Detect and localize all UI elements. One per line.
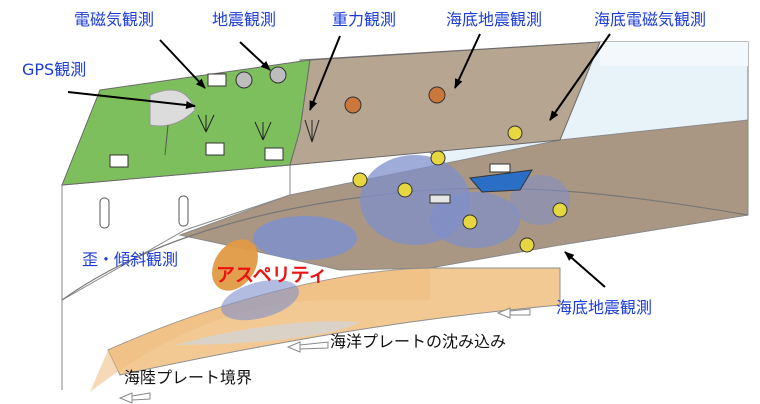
label-gravity-observation: 重力観測 xyxy=(332,10,397,29)
label-seafloor-seismic-bottom: 海底地震観測 xyxy=(556,298,653,317)
subduction-arrows xyxy=(118,307,531,404)
label-pointers xyxy=(67,33,611,288)
label-plate-subduction: 海洋プレートの沈み込み xyxy=(330,332,507,351)
label-gps-observation: GPS観測 xyxy=(22,60,87,79)
seafloor-stations xyxy=(344,86,568,253)
label-strain-tilt-observation: 歪・傾斜観測 xyxy=(82,250,179,269)
land-surface xyxy=(61,41,601,186)
label-asperity: アスペリティ xyxy=(216,264,328,286)
land-instruments xyxy=(109,66,320,168)
label-seafloor-electromagnetic: 海底電磁気観測 xyxy=(594,10,707,29)
label-seafloor-seismic-top: 海底地震観測 xyxy=(446,10,543,29)
label-electromagnetic-observation: 電磁気観測 xyxy=(74,10,155,29)
gps-antenna xyxy=(149,89,196,156)
label-plate-boundary: 海陸プレート境界 xyxy=(124,368,253,387)
label-seismic-observation: 地震観測 xyxy=(212,10,277,29)
borehole-instruments xyxy=(99,195,189,229)
